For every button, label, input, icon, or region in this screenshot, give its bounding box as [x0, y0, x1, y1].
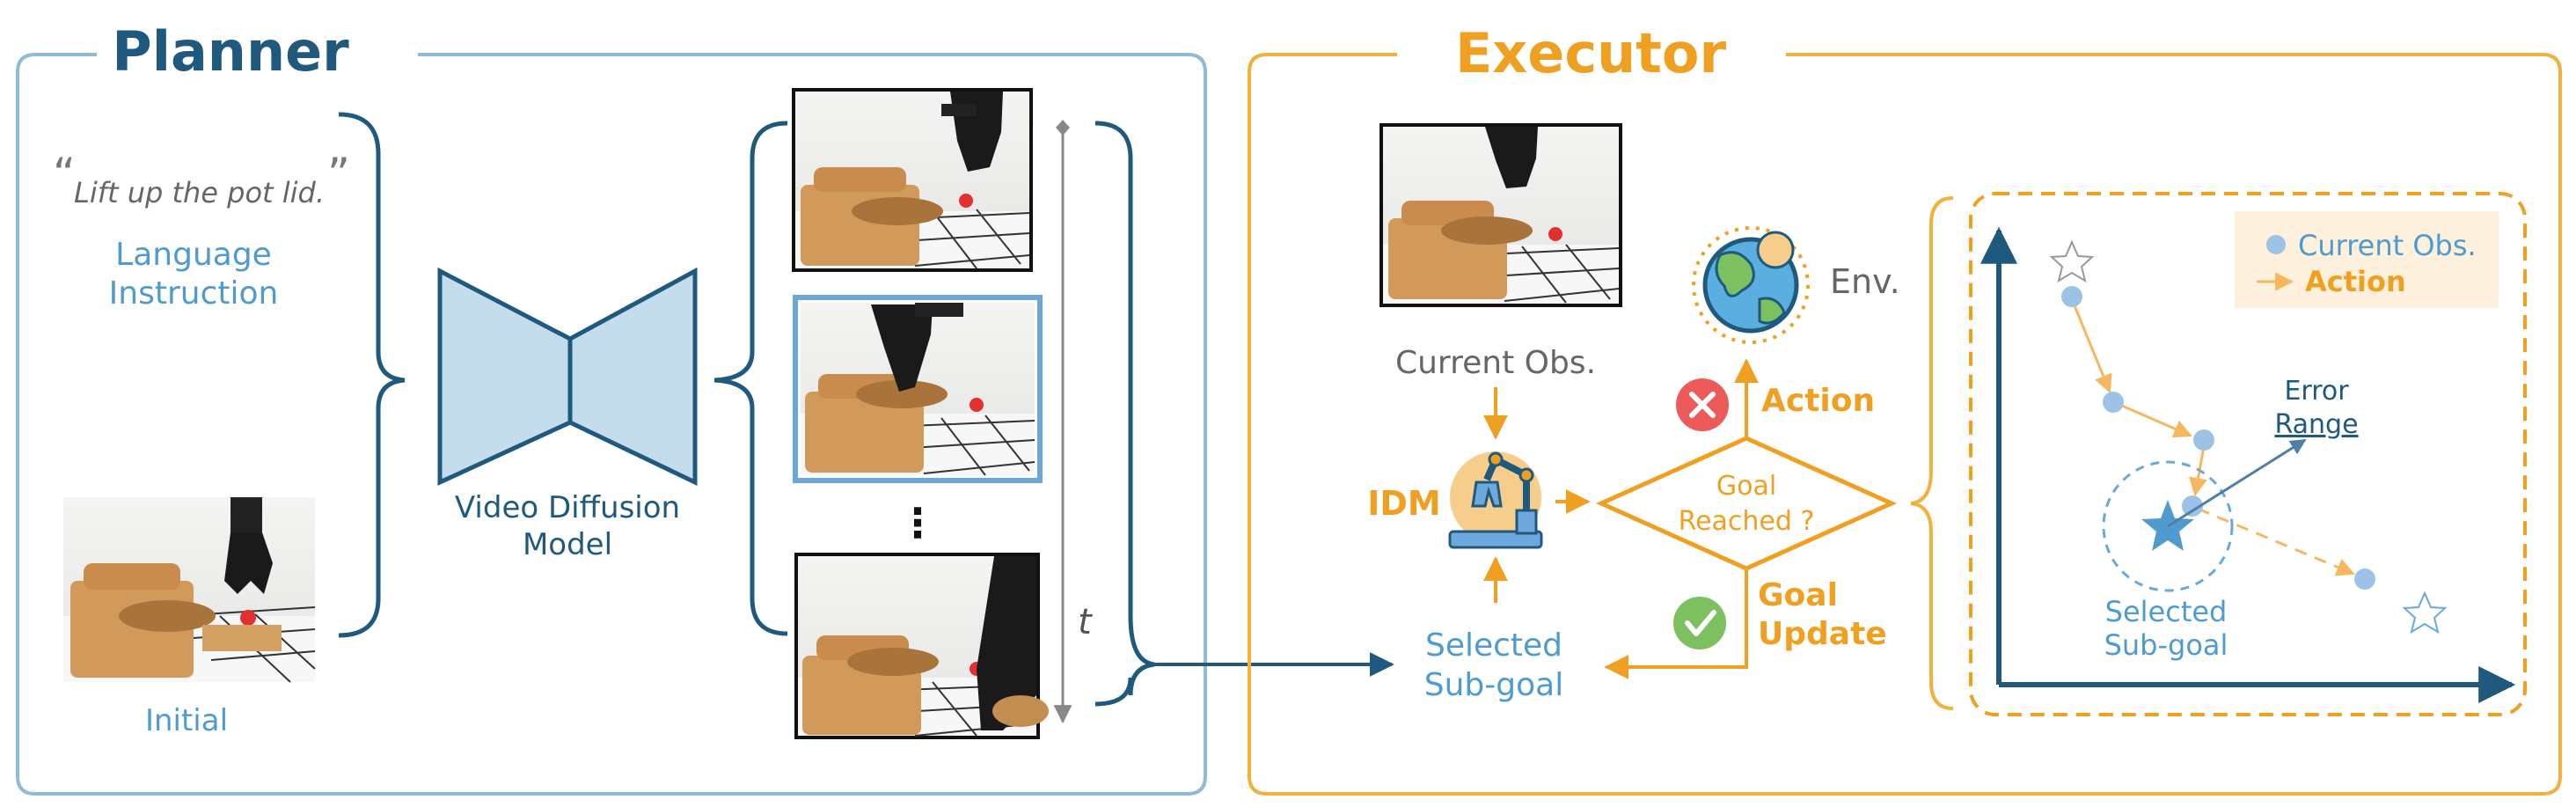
- video-frame-3: [794, 553, 1049, 739]
- plot-legend: [2235, 211, 2499, 308]
- error-label: Error: [2284, 376, 2349, 407]
- goal-star-icon: [2402, 591, 2448, 635]
- time-axis: [1053, 120, 1072, 724]
- output-brace: [714, 121, 788, 636]
- plot-brace: [1910, 196, 1954, 710]
- action-label: Action: [1761, 383, 1875, 419]
- idm-label: IDM: [1367, 484, 1441, 523]
- language-label-1: Language: [115, 237, 272, 273]
- video-frame-2: [793, 295, 1043, 483]
- goal-update-arrow: [1604, 569, 1748, 679]
- plot-subgoal-label-2: Sub-goal: [2104, 628, 2228, 662]
- executor-panel: Executor Current Obs. IDM: [1248, 21, 2562, 796]
- robot-arm-icon: [1448, 451, 1543, 549]
- planner-panel: Planner “ Lift up the pot lid. ” Languag…: [16, 19, 1207, 796]
- initial-image: [63, 497, 316, 683]
- video-diffusion-model: [437, 267, 698, 486]
- goal-reached-label-1: Goal: [1716, 471, 1776, 502]
- executor-title: Executor: [1455, 21, 1727, 85]
- legend-action: Action: [2305, 265, 2406, 298]
- frames-ellipsis: ⋮: [897, 499, 938, 547]
- plot-axes: [1980, 226, 2516, 703]
- selected-subgoal-label-1: Selected: [1425, 627, 1562, 664]
- globe-icon: [1692, 226, 1810, 344]
- open-quote: “: [53, 149, 76, 200]
- goal-update-label-2: Update: [1758, 616, 1887, 652]
- language-label-2: Instruction: [109, 275, 279, 312]
- close-quote: ”: [327, 149, 350, 200]
- goal-reached-label-2: Reached ?: [1679, 506, 1815, 537]
- cross-icon: [1676, 378, 1729, 431]
- planner-title: Planner: [112, 19, 349, 84]
- legend-current-obs: Current Obs.: [2298, 229, 2477, 262]
- start-star-icon: [2049, 239, 2095, 283]
- current-obs-image: [1379, 123, 1622, 307]
- error-range-circle: [2102, 460, 2234, 592]
- range-label: Range: [2274, 409, 2358, 440]
- model-label-1: Video Diffusion: [455, 490, 680, 525]
- error-range-arrow: [2167, 438, 2307, 528]
- env-label: Env.: [1830, 262, 1900, 301]
- goal-update-label-1: Goal: [1758, 577, 1838, 613]
- selected-subgoal-label-2: Sub-goal: [1424, 667, 1563, 703]
- frames-brace: [1094, 121, 1155, 707]
- input-brace: [338, 112, 406, 638]
- video-frame-1: [792, 88, 1033, 272]
- check-icon: [1673, 597, 1726, 649]
- legend-point-marker: [2266, 235, 2286, 254]
- plot-frame: [1969, 192, 2527, 716]
- initial-label: Initial: [145, 703, 228, 738]
- model-label-2: Model: [523, 527, 612, 562]
- current-obs-label: Current Obs.: [1395, 345, 1596, 381]
- plot-subgoal-label-1: Selected: [2105, 595, 2228, 628]
- time-label: t: [1078, 602, 1093, 642]
- instruction-text: Lift up the pot lid.: [74, 176, 325, 209]
- trajectory-points: [2061, 286, 2375, 590]
- goal-reached-diamond: [1595, 436, 1898, 571]
